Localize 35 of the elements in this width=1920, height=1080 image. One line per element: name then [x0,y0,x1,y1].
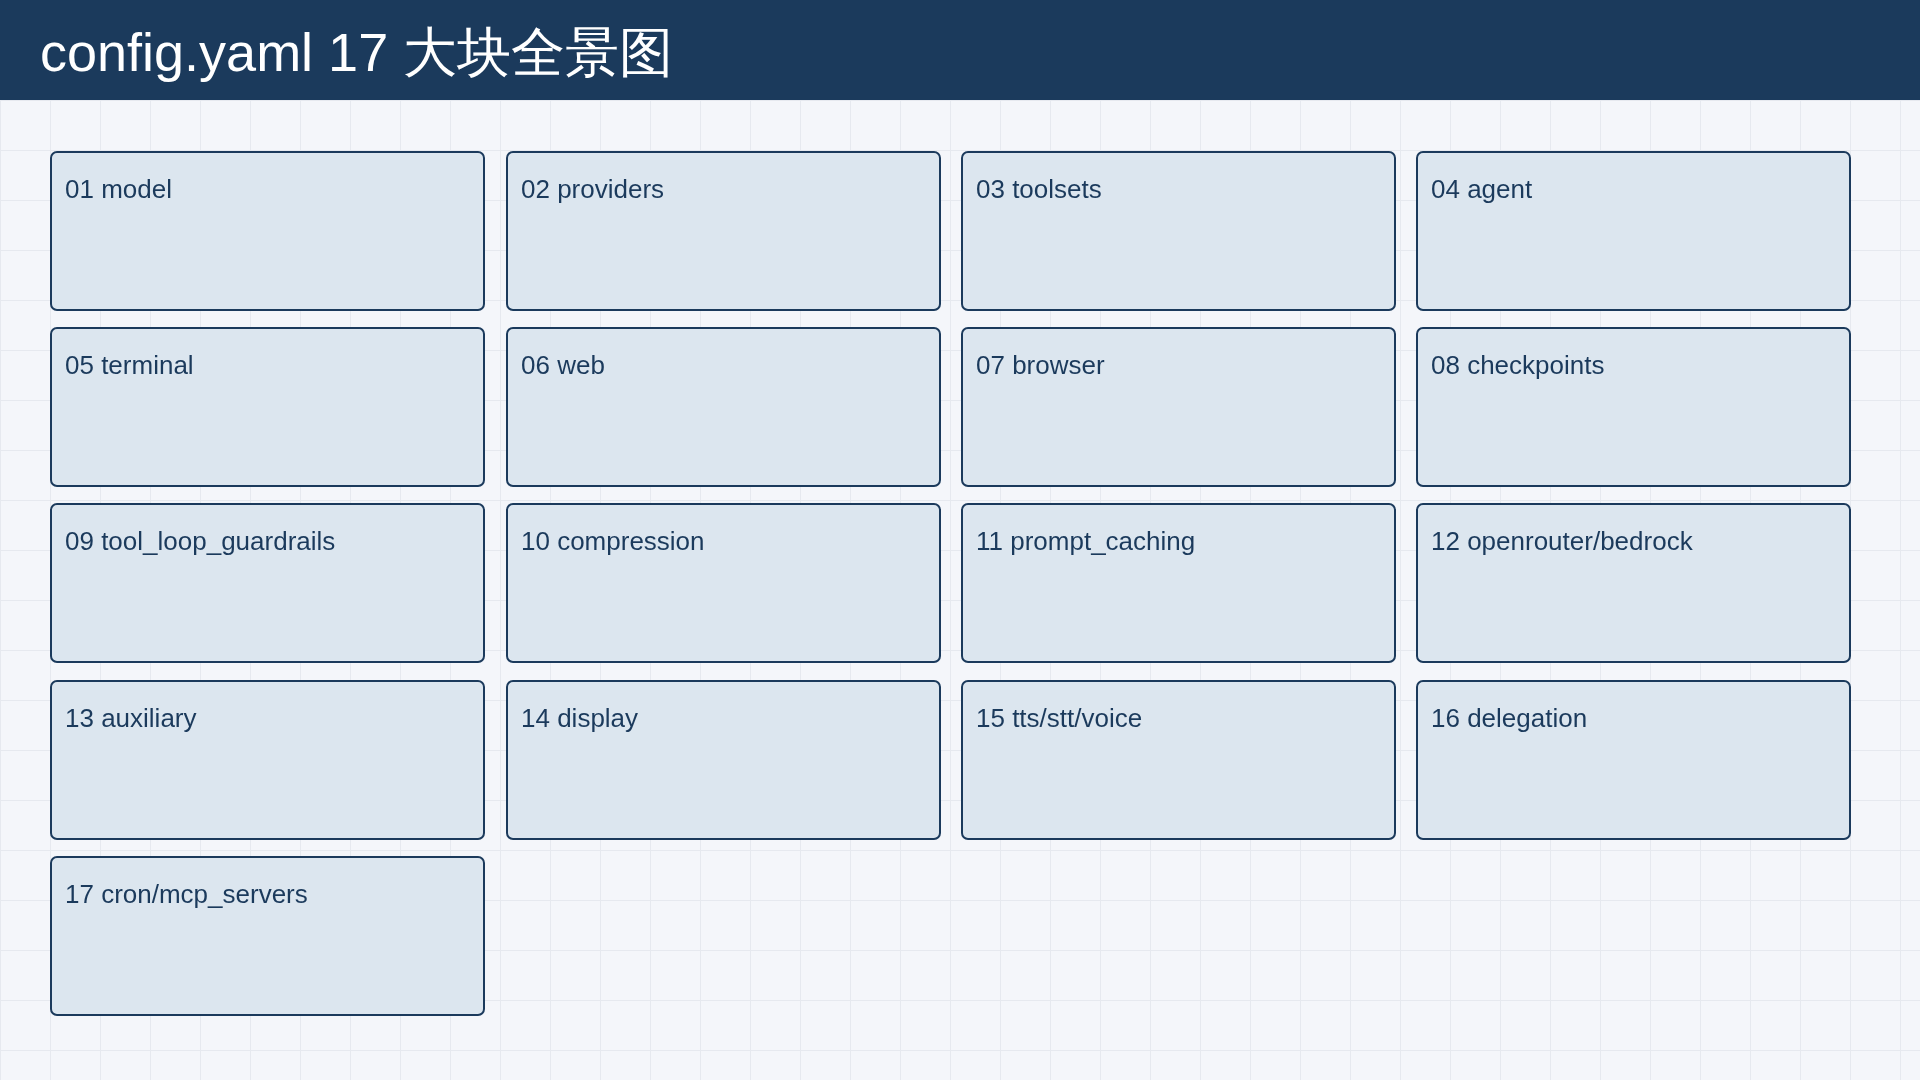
section-label: 07 browser [976,349,1105,381]
section-label: 17 cron/mcp_servers [65,878,308,910]
config-section-card [50,856,485,1016]
config-section-card [506,327,941,487]
config-section-card [506,503,941,663]
config-section-card [961,151,1396,311]
section-label: 13 auxiliary [65,702,197,734]
section-label: 03 toolsets [976,173,1102,205]
config-section-card [1416,503,1851,663]
config-section-card [961,680,1396,840]
config-section-card [50,503,485,663]
config-section-card [1416,327,1851,487]
config-section-card [506,680,941,840]
section-label: 04 agent [1431,173,1533,205]
config-section-card [50,327,485,487]
section-label: 15 tts/stt/voice [976,702,1143,734]
config-section-card [506,151,941,311]
config-section-card [50,151,485,311]
section-label: 06 web [521,349,605,381]
config-section-card [1416,151,1851,311]
section-label: 16 delegation [1431,702,1588,734]
config-section-card [1416,680,1851,840]
section-label: 05 terminal [65,349,194,381]
config-section-card [961,327,1396,487]
section-label: 10 compression [521,525,705,557]
section-label: 12 openrouter/bedrock [1431,525,1693,557]
section-label: 09 tool_loop_guardrails [65,525,336,557]
config-section-card [50,680,485,840]
config-section-card [961,503,1396,663]
section-label: 14 display [521,702,639,734]
section-label: 01 model [65,173,172,205]
section-label: 02 providers [521,173,665,205]
section-label: 11 prompt_caching [976,525,1196,557]
title: config.yaml 17 大块全景图 [40,22,674,82]
section-label: 08 checkpoints [1431,349,1605,381]
